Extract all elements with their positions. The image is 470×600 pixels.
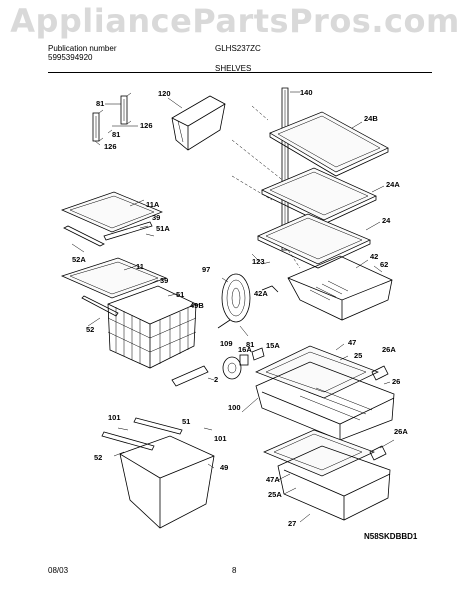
callout-51-lower: 51 bbox=[182, 417, 190, 426]
callout-39-lower: 39 bbox=[160, 276, 168, 285]
glass-shelf-24b bbox=[269, 111, 389, 177]
pan-cover-25 bbox=[255, 345, 379, 399]
callout-24: 24 bbox=[382, 216, 391, 225]
fan-coil-97 bbox=[217, 273, 251, 329]
callout-62: 62 bbox=[380, 260, 388, 269]
callout-2: 2 bbox=[214, 375, 218, 384]
callout-26a-upper: 26A bbox=[382, 345, 396, 354]
callout-25a: 25A bbox=[268, 490, 282, 499]
slide-rail-2 bbox=[171, 365, 209, 387]
callout-15a: 15A bbox=[266, 341, 280, 350]
callout-123: 123 bbox=[252, 257, 265, 266]
crisper-bin-49 bbox=[119, 435, 215, 529]
crisper-drawer bbox=[287, 255, 393, 321]
callout-25: 25 bbox=[354, 351, 362, 360]
glass-shelf-24 bbox=[257, 213, 371, 269]
callout-51-upper: 51 bbox=[176, 290, 184, 299]
wire-shelf-11 bbox=[61, 257, 167, 299]
glass-shelf-24a bbox=[261, 167, 377, 225]
callout-39-top: 39 bbox=[152, 213, 160, 222]
knob-15a bbox=[251, 347, 265, 361]
callout-11: 11 bbox=[136, 262, 144, 271]
publication-label: Publication number bbox=[48, 44, 117, 53]
diagram-code: N58SKDBBD1 bbox=[364, 532, 418, 541]
callout-120: 120 bbox=[158, 89, 171, 98]
rail-52 bbox=[101, 431, 155, 451]
shelf-bracket-right bbox=[120, 92, 132, 125]
callout-51a: 51A bbox=[156, 224, 170, 233]
wire-basket bbox=[107, 285, 197, 369]
callout-81-top: 81 bbox=[96, 99, 104, 108]
shelf-bracket-left bbox=[92, 109, 104, 142]
meat-pan-26 bbox=[255, 361, 395, 441]
callout-49b: 49B bbox=[190, 301, 204, 310]
knob-16a bbox=[239, 354, 249, 366]
callout-26a-lower: 26A bbox=[394, 427, 408, 436]
callout-101-right: 101 bbox=[214, 434, 227, 443]
callout-81-fan: 81 bbox=[246, 340, 254, 349]
callout-140: 140 bbox=[300, 88, 313, 97]
model-number: GLHS237ZC bbox=[215, 44, 261, 53]
callout-97: 97 bbox=[202, 265, 210, 274]
callout-24b: 24B bbox=[364, 114, 378, 123]
door-bin bbox=[171, 95, 226, 151]
callout-126-lower: 126 bbox=[104, 142, 117, 151]
callout-47a: 47A bbox=[266, 475, 280, 484]
control-housing-109 bbox=[222, 356, 242, 380]
section-title: SHELVES bbox=[215, 64, 252, 73]
callout-109: 109 bbox=[220, 339, 233, 348]
page-number: 8 bbox=[232, 566, 237, 575]
header-rule bbox=[48, 72, 432, 73]
callout-81-lower: 81 bbox=[112, 130, 120, 139]
callout-26: 26 bbox=[392, 377, 400, 386]
callout-52-upper: 52 bbox=[86, 325, 94, 334]
callout-42: 42 bbox=[370, 252, 378, 261]
callout-24a: 24A bbox=[386, 180, 400, 189]
callout-101-left: 101 bbox=[108, 413, 121, 422]
publication-number: 5995394920 bbox=[48, 53, 93, 62]
callout-16a: 16A bbox=[238, 345, 252, 354]
callout-42a: 42A bbox=[254, 289, 268, 298]
pan-cover-25a bbox=[263, 429, 375, 477]
callout-52a: 52A bbox=[72, 255, 86, 264]
callout-11a: 11A bbox=[146, 200, 160, 209]
callout-27: 27 bbox=[288, 519, 296, 528]
rail-51 bbox=[133, 417, 183, 435]
wire-shelf-11a bbox=[61, 191, 163, 233]
shelf-frame-39-51a bbox=[63, 221, 153, 247]
callout-49: 49 bbox=[220, 463, 228, 472]
watermark: AppliancePartsPros.com bbox=[10, 2, 460, 40]
footer-date: 08/03 bbox=[48, 566, 69, 575]
callout-47: 47 bbox=[348, 338, 356, 347]
callout-126-top: 126 bbox=[140, 121, 153, 130]
callout-52-lower: 52 bbox=[94, 453, 102, 462]
callout-100: 100 bbox=[228, 403, 241, 412]
